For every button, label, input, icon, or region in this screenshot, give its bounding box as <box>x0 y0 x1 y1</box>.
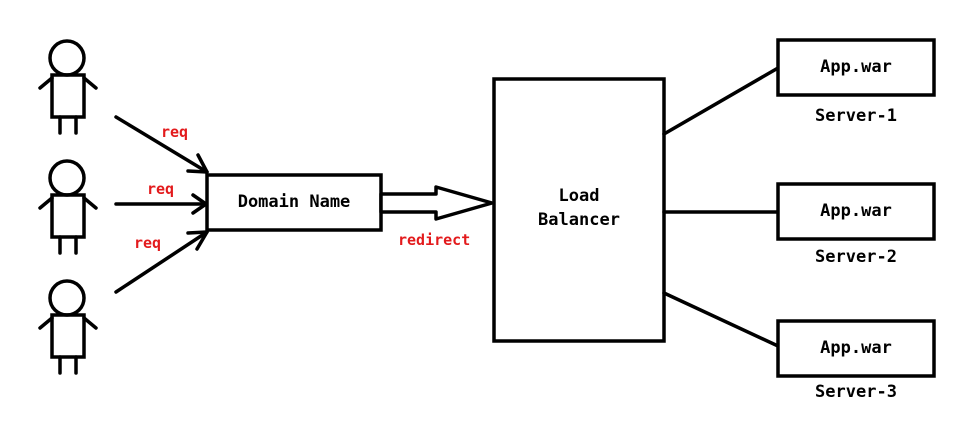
request-arrow-3 <box>114 230 209 294</box>
server-box-1 <box>776 38 936 97</box>
redirect-arrow <box>379 185 494 221</box>
request-arrow-1 <box>114 115 209 174</box>
user-icon-3 <box>38 279 98 375</box>
server-box-3 <box>776 319 936 378</box>
server-box-2 <box>776 182 936 241</box>
server-name-label-1: Server-1 <box>815 106 897 126</box>
user-icon-1 <box>38 39 98 135</box>
req-label-2: req <box>147 180 175 198</box>
user-icon-2 <box>38 159 98 255</box>
req-label-3: req <box>134 234 162 252</box>
server-app-label-2: App.war <box>820 201 892 221</box>
domain-name-box <box>205 173 383 232</box>
req-label-1: req <box>161 123 189 141</box>
server-link-1 <box>662 66 780 136</box>
server-name-label-3: Server-3 <box>815 382 897 402</box>
server-link-3 <box>662 291 780 348</box>
server-app-label-1: App.war <box>820 57 892 77</box>
server-name-label-2: Server-2 <box>815 247 897 267</box>
domain-name-label: Domain Name <box>237 192 351 212</box>
redirect-label: redirect <box>398 231 471 249</box>
server-app-label-3: App.war <box>820 338 892 358</box>
load-balancer-box <box>492 77 666 343</box>
load-balancer-label-line2: Balancer <box>538 210 620 230</box>
load-balancer-label-line1: Load <box>558 186 600 206</box>
